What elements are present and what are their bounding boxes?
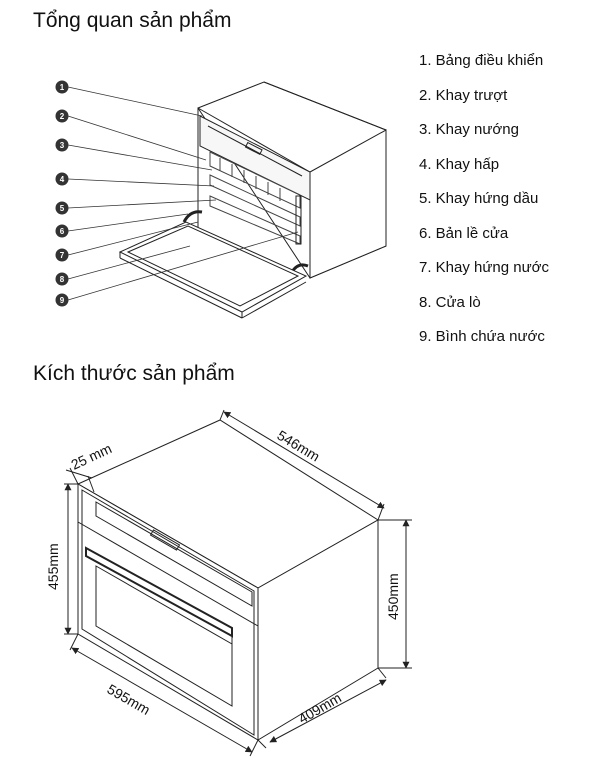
svg-text:2: 2 <box>60 112 65 121</box>
list-item: 8. Cửa lò <box>419 293 481 311</box>
dim-width-label: 595mm <box>105 681 153 718</box>
callout-4: 4 <box>55 172 69 186</box>
overview-title: Tổng quan sản phẩm <box>33 9 232 32</box>
water-tank <box>295 195 302 245</box>
svg-text:3: 3 <box>60 141 65 150</box>
callout-bubbles: 1 2 3 4 5 6 7 8 9 <box>55 80 69 307</box>
oven-door <box>118 221 308 319</box>
list-item: 9. Bình chứa nước <box>419 328 545 345</box>
svg-text:7: 7 <box>60 251 65 260</box>
list-item: 2. Khay trượt <box>419 86 508 104</box>
dim-height-front-label: 455mm <box>45 543 61 590</box>
dimension-lines <box>64 409 412 757</box>
callout-7: 7 <box>55 248 69 262</box>
parts-list: 1. Bảng điều khiển 2. Khay trượt 3. Khay… <box>419 52 549 363</box>
dim-height-body-label: 450mm <box>385 573 401 620</box>
list-item: 7. Khay hứng nước <box>419 259 549 276</box>
list-item: 4. Khay hấp <box>419 155 500 173</box>
list-item: 5. Khay hứng dầu <box>419 190 539 207</box>
svg-text:9: 9 <box>60 296 65 305</box>
svg-text:4: 4 <box>60 175 65 184</box>
svg-text:6: 6 <box>60 227 65 236</box>
callout-3: 3 <box>55 138 69 152</box>
svg-text:5: 5 <box>60 204 65 213</box>
callout-1: 1 <box>55 80 69 94</box>
callout-leaders <box>67 86 299 301</box>
callout-2: 2 <box>55 109 69 123</box>
dimensions-title: Kích thước sản phẩm <box>33 362 235 385</box>
svg-text:8: 8 <box>60 275 65 284</box>
callout-5: 5 <box>55 201 69 215</box>
callout-8: 8 <box>55 272 69 286</box>
hinge-left <box>182 210 203 223</box>
callout-6: 6 <box>55 224 69 238</box>
callout-9: 9 <box>55 293 69 307</box>
dim-panel-label: 25 mm <box>69 440 115 473</box>
svg-text:1: 1 <box>60 83 65 92</box>
list-item: 1. Bảng điều khiển <box>419 52 544 69</box>
list-item: 6. Bản lề cửa <box>419 224 509 242</box>
list-item: 3. Khay nướng <box>419 121 519 138</box>
control-panel <box>199 115 311 201</box>
